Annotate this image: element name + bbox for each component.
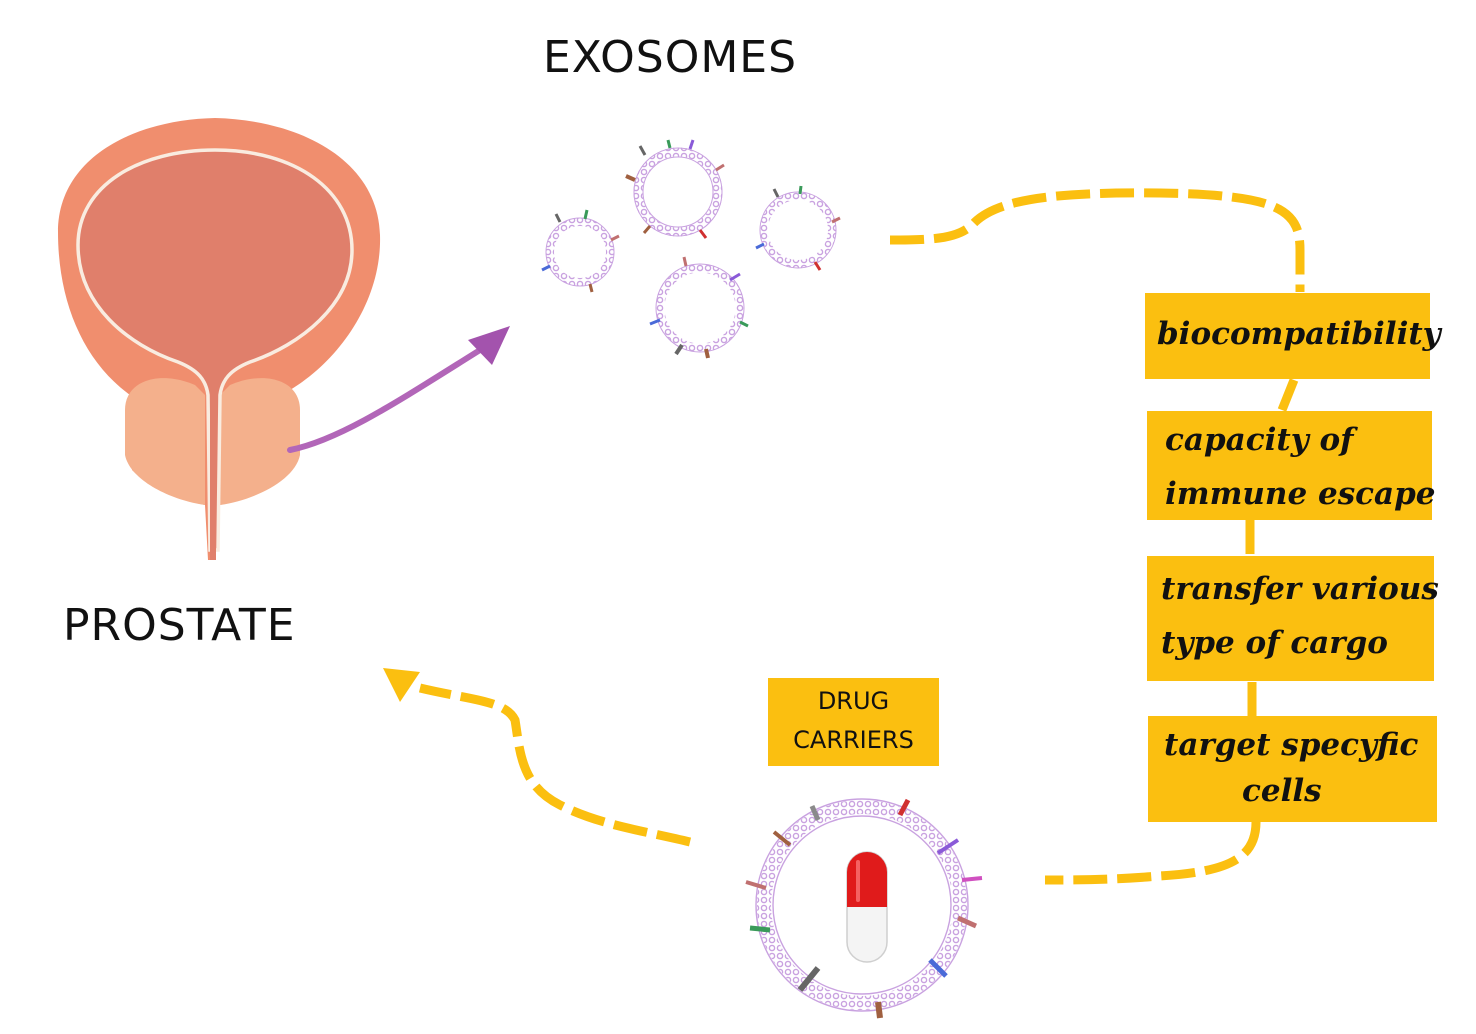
property-line: immune escape — [1165, 476, 1436, 512]
prostate-left-lobe — [125, 378, 205, 505]
property-box-target-cells: target specyfic cells — [1148, 716, 1437, 822]
property-line: type of cargo — [1161, 625, 1388, 661]
property-line: target specyfic — [1164, 727, 1419, 763]
exosomes-title: EXOSOMES — [543, 32, 798, 83]
prostate-illustration — [58, 118, 381, 560]
property-line: transfer various — [1161, 571, 1439, 607]
bladder-inner — [76, 148, 354, 552]
property-box-immune-escape: capacity of immune escape — [1147, 411, 1436, 520]
exosome-icon — [755, 185, 841, 271]
connector-carrier-to-prostate — [418, 683, 692, 847]
connector-properties-to-carrier — [1044, 821, 1261, 885]
property-box-transfer-cargo: transfer various type of cargo — [1147, 556, 1439, 681]
prostate-label: PROSTATE — [63, 600, 296, 651]
drug-carrier-vesicle — [745, 798, 983, 1019]
property-box-biocompatibility: biocompatibility — [1145, 293, 1441, 379]
yellow-dashed-connectors — [418, 188, 1305, 885]
property-line: capacity of — [1165, 422, 1354, 458]
purple-arrowhead-icon — [468, 326, 510, 365]
drug-carriers-line2: CARRIERS — [793, 726, 914, 754]
capsule-pill-icon — [846, 851, 888, 963]
exosome-cluster — [541, 139, 841, 359]
yellow-arrowhead-icon — [383, 668, 420, 702]
exosome-icon — [541, 209, 620, 293]
property-line: biocompatibility — [1157, 316, 1441, 352]
drug-carriers-line1: DRUG — [817, 687, 890, 715]
connector-box1-to-box2 — [1277, 378, 1299, 412]
exosome-icon — [649, 256, 749, 359]
purple-arrow — [287, 326, 510, 453]
exosome-icon — [625, 139, 725, 239]
prostate-right-lobe — [220, 378, 300, 505]
property-line: cells — [1242, 773, 1322, 809]
drug-carriers-box: DRUG CARRIERS — [768, 678, 939, 766]
connector-exosomes-to-properties — [889, 188, 1305, 292]
